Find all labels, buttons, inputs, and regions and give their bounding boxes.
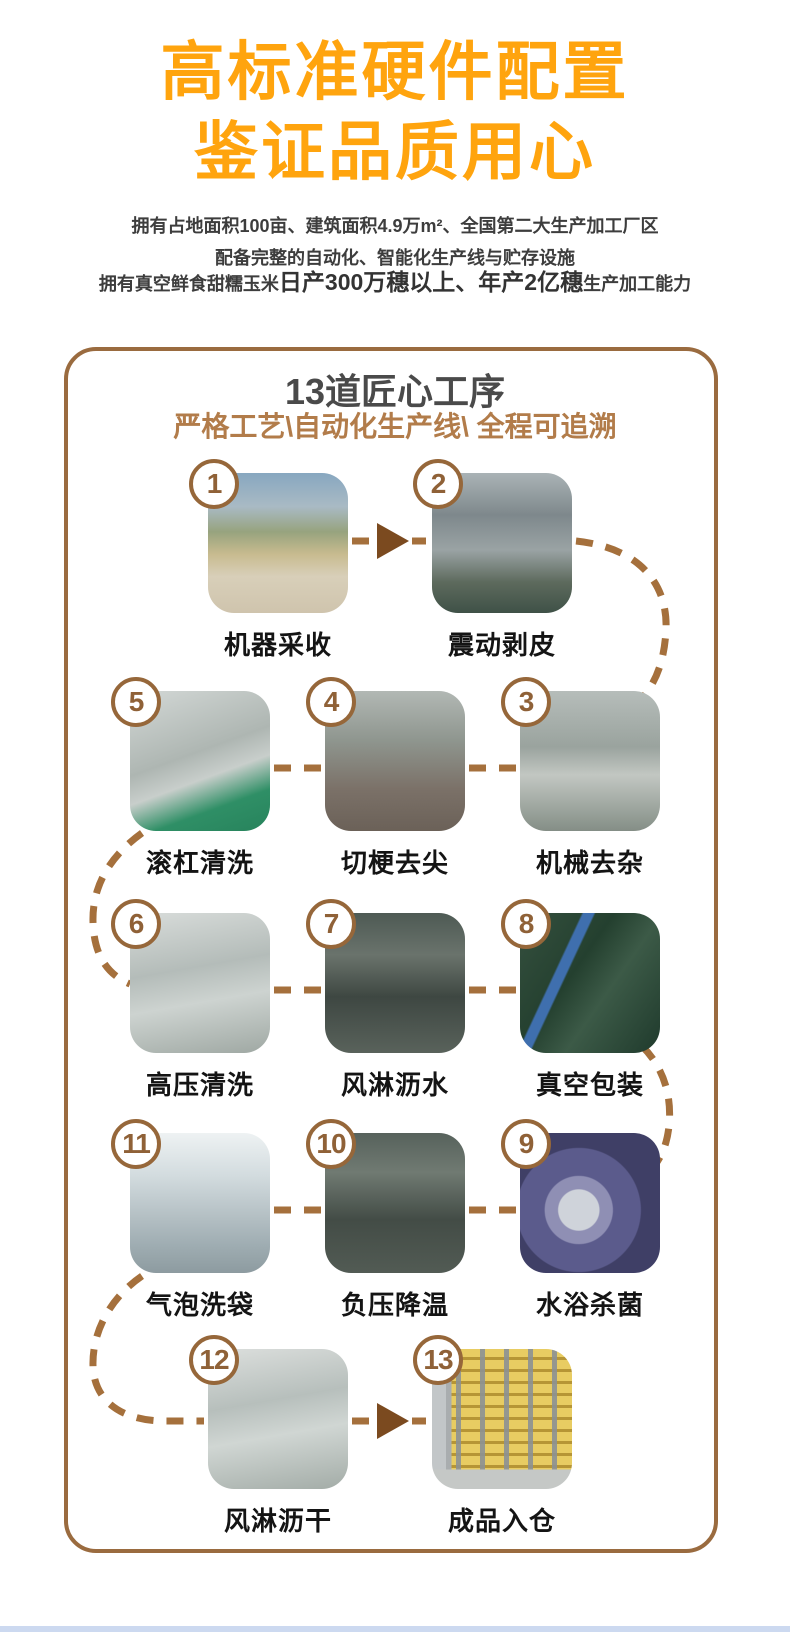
step-12: 12 风淋沥干 [189,1335,348,1536]
step-number: 2 [430,468,447,499]
process-subtitle: 严格工艺\自动化生产线\ 全程可追溯 [173,411,617,442]
step-number: 7 [323,908,340,939]
step-label: 气泡洗袋 [145,1290,254,1320]
step-3: 3 机械去杂 [501,677,660,878]
step-number: 5 [128,686,145,717]
step-1: 1 机器采收 [189,459,348,660]
step-number-badge: 8 [501,899,551,949]
step-number: 11 [122,1128,151,1159]
page-title-line2: 鉴证品质用心 [194,116,596,188]
step-number-badge: 1 [189,459,239,509]
step-number: 13 [423,1344,453,1375]
step-label: 滚杠清洗 [145,848,254,878]
step-10: 10 负压降温 [306,1119,465,1320]
bottom-divider [0,1626,790,1632]
step-8: 8 真空包装 [501,899,660,1100]
step-number: 6 [128,908,145,939]
step-2: 2 震动剥皮 [413,459,572,660]
step-number: 8 [518,908,535,939]
step-number-badge: 2 [413,459,463,509]
description-line2: 配备完整的自动化、智能化生产线与贮存设施 [215,248,575,268]
step-label: 机器采收 [223,630,332,660]
process-title: 13道匠心工序 [284,371,506,412]
step-7: 7 风淋沥水 [306,899,465,1100]
description-line3-bold: 日产300万穗以上、年产2亿穗 [278,269,584,295]
step-4: 4 切梗去尖 [306,677,465,878]
step-number-badge: 13 [413,1335,463,1385]
step-label: 负压降温 [340,1290,449,1320]
step-6: 6 高压清洗 [111,899,270,1100]
step-number: 3 [518,686,535,717]
step-label: 水浴杀菌 [535,1290,644,1320]
step-number-badge: 10 [306,1119,356,1169]
step-number: 10 [316,1128,346,1159]
step-number: 4 [323,686,340,717]
step-number-badge: 9 [501,1119,551,1169]
step-number-badge: 7 [306,899,356,949]
step-number-badge: 12 [189,1335,239,1385]
description-line1: 拥有占地面积100亩、建筑面积4.9万m²、全国第二大生产加工厂区 [131,216,659,236]
step-number: 12 [199,1344,229,1375]
step-13: 13 成品入仓 [413,1335,572,1536]
page-title-line1: 高标准硬件配置 [160,36,630,108]
step-number: 9 [518,1128,535,1159]
description-line3-suffix: 生产加工能力 [583,274,692,294]
step-number-badge: 6 [111,899,161,949]
step-label: 机械去杂 [535,848,644,878]
step-number-badge: 11 [111,1119,161,1169]
description-line3-prefix: 拥有真空鲜食甜糯玉米 [98,274,279,294]
step-label: 切梗去尖 [340,848,449,878]
step-label: 高压清洗 [145,1070,254,1100]
step-11: 11 气泡洗袋 [111,1119,270,1320]
step-5: 5 滚杠清洗 [111,677,270,878]
step-label: 风淋沥干 [223,1506,332,1536]
step-number-badge: 3 [501,677,551,727]
step-label: 震动剥皮 [447,630,556,660]
step-number: 1 [206,468,223,499]
description-line3: 拥有真空鲜食甜糯玉米 日产300万穗以上、年产2亿穗 生产加工能力 [0,270,790,296]
step-number-badge: 5 [111,677,161,727]
step-9: 9 水浴杀菌 [501,1119,660,1320]
step-label: 成品入仓 [447,1506,556,1536]
step-number-badge: 4 [306,677,356,727]
step-label: 风淋沥水 [340,1070,449,1100]
step-label: 真空包装 [535,1070,644,1100]
